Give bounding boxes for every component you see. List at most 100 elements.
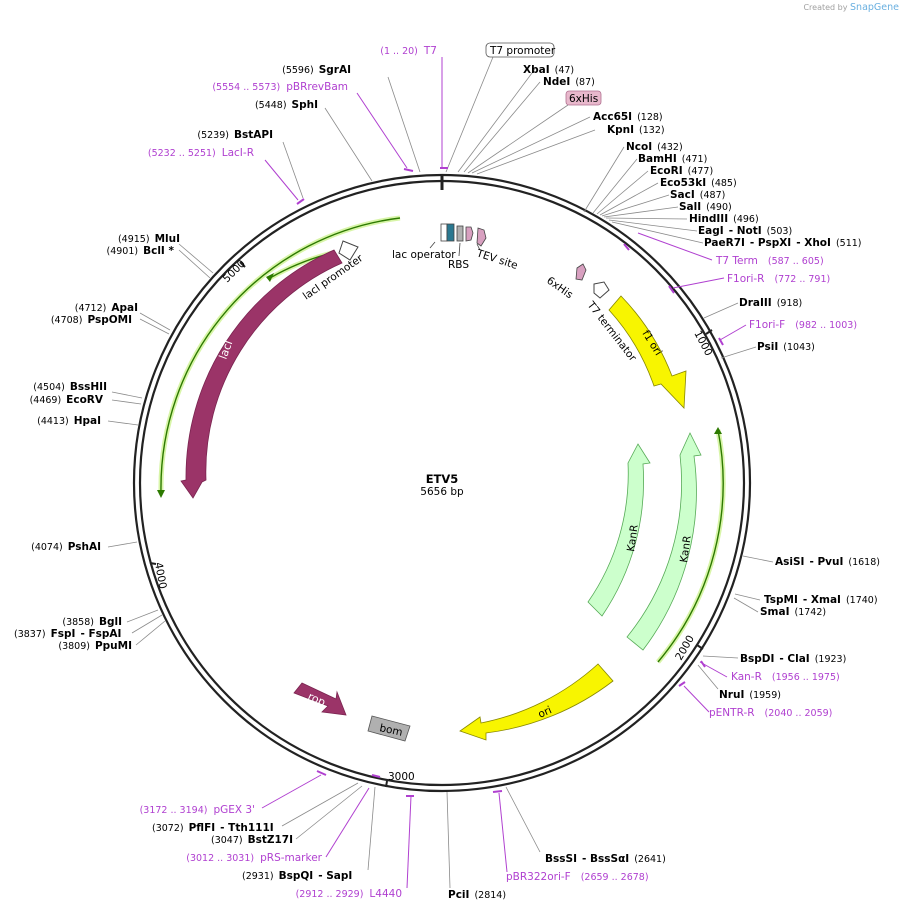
bspqi-site-label[interactable]: (2931)BspQI- SapI [242, 870, 352, 882]
laci-r-primer-label[interactable]: (5232 .. 5251)LacI-R [148, 147, 254, 159]
orf-right-line [657, 429, 724, 663]
f1ori-f-primer-label[interactable]: F1ori-F(982 .. 1003) [749, 319, 857, 331]
ndei-site-label[interactable]: NdeI(87) [543, 76, 595, 88]
ndei-leader [463, 81, 541, 173]
pshai-leader [107, 541, 138, 548]
pshai-site-label[interactable]: (4074)PshAI [31, 541, 101, 553]
rbs-feature-dark [446, 223, 455, 242]
paer7i-site-label[interactable]: PaeR7I- PspXI- XhoI(511) [704, 237, 861, 249]
tick-label-5000: 5000 [221, 258, 248, 285]
mlui-leader [178, 243, 214, 274]
apai-site-label[interactable]: (4712)ApaI [75, 302, 138, 314]
t7-primer-label[interactable]: (1 .. 20)T7 [380, 45, 437, 57]
ori-label: ori [536, 704, 553, 721]
eco53ki-leader [599, 182, 659, 216]
draiii-site-label[interactable]: DraIII(918) [739, 297, 802, 309]
ecori-site-label[interactable]: EcoRI(477) [650, 165, 713, 177]
lac-operator-label: lac operator [392, 249, 456, 261]
kanr-label-1: KanR [625, 524, 641, 553]
orf-left-line [160, 217, 401, 494]
bstz17i-site-label[interactable]: (3047)BstZ17I [211, 834, 293, 846]
bstapi-site-label[interactable]: (5239)BstAPI [197, 129, 273, 141]
bstz17i-leader [295, 785, 363, 840]
kpni-site-label[interactable]: KpnI(132) [607, 124, 665, 136]
fspi-site-label[interactable]: (3837)FspI- FspAI [14, 628, 121, 640]
smai-site-label[interactable]: SmaI(1742) [760, 606, 826, 618]
nrui-site-label[interactable]: NruI(1959) [719, 689, 781, 701]
sgrai-leader [387, 76, 421, 173]
draiii-leader [703, 302, 739, 319]
pbr322ori-f-primer-label[interactable]: pBR322ori-F(2659 .. 2678) [506, 871, 649, 883]
l4440-leader [406, 795, 412, 889]
f1ori-r-primer-label[interactable]: F1ori-R(772 .. 791) [727, 273, 830, 285]
ppumi-site-label[interactable]: (3809)PpuMI [58, 640, 132, 652]
bsshii-site-label[interactable]: (4504)BssHII [33, 381, 107, 393]
ecorv-site-label[interactable]: (4469)EcoRV [30, 394, 104, 406]
bcli-site-label[interactable]: (4901)BclI * [107, 245, 175, 257]
tick-mark-3000 [385, 780, 388, 788]
sphi-site-label[interactable]: (5448)SphI [255, 99, 318, 111]
orf-left-arrowhead [157, 490, 165, 498]
xbai-site-label[interactable]: XbaI(47) [523, 64, 574, 76]
t7term-primer-label[interactable]: T7 Term(587 .. 605) [715, 255, 824, 267]
pbrrevbam-primer-label[interactable]: (5554 .. 5573)pBRrevBam [212, 81, 348, 93]
bamhi-leader [592, 158, 638, 214]
psii-leader [720, 346, 757, 359]
l4440-primer-label[interactable]: (2912 .. 2929)L4440 [296, 888, 402, 900]
tick-label-4000: 4000 [152, 561, 168, 589]
pcii-site-label[interactable]: PciI(2814) [448, 889, 506, 901]
pgex3-primer-label[interactable]: (3172 .. 3194)pGEX 3' [140, 804, 255, 816]
eco53ki-site-label[interactable]: Eco53kI(485) [660, 177, 737, 189]
hindiii-site-label[interactable]: HindIII(496) [689, 213, 759, 225]
sgrai-site-label[interactable]: (5596)SgrAI [282, 64, 351, 76]
smai-leader [733, 597, 759, 613]
pgex3-mark [316, 770, 327, 776]
tspmi-site-label[interactable]: TspMI- XmaI(1740) [764, 594, 878, 606]
lacI-promoter-feature [338, 240, 359, 261]
bamhi-site-label[interactable]: BamHI(471) [638, 153, 707, 165]
f1ori-f-mark [718, 337, 724, 346]
mlui-site-label[interactable]: (4915)MluI [118, 233, 180, 245]
psii-site-label[interactable]: PsiI(1043) [757, 341, 815, 353]
hpai-site-label[interactable]: (4413)HpaI [37, 415, 101, 427]
pentr-r-primer-label[interactable]: pENTR-R(2040 .. 2059) [709, 707, 832, 719]
saci-site-label[interactable]: SacI(487) [670, 189, 725, 201]
tev-site-feature [476, 227, 487, 247]
fspi-leader [131, 614, 163, 634]
backbone-outer [132, 173, 752, 793]
bspdi-site-label[interactable]: BspDI- ClaI(1923) [740, 653, 846, 665]
rbs-feature [456, 225, 464, 242]
pbrrevbam-leader [356, 92, 408, 169]
asisi-site-label[interactable]: AsiSI- PvuI(1618) [775, 556, 880, 568]
pgex3-leader [261, 774, 322, 809]
snapgene-brand: SnapGene [850, 2, 899, 13]
bgli-site-label[interactable]: (3858)BglI [62, 616, 122, 628]
plasmid-name: ETV5 [426, 472, 459, 486]
6xhis-box [565, 90, 602, 106]
acc65i-site-label[interactable]: Acc65I(128) [593, 111, 663, 123]
ori-feature [459, 663, 614, 741]
bom-label: bom [378, 722, 403, 739]
kan-r-mark [700, 660, 706, 668]
pflfi-site-label[interactable]: (3072)PflFI- Tth111I [152, 822, 274, 834]
orf-small-arrowhead [266, 273, 274, 282]
ecori-leader [596, 170, 649, 215]
6xhis-box-label: 6xHis [569, 93, 598, 105]
eagi-site-label[interactable]: EagI- NotI(503) [698, 225, 792, 237]
bsssi-site-label[interactable]: BssSI- BssSαI(2641) [545, 853, 666, 865]
sali-site-label[interactable]: SalI(490) [679, 201, 732, 213]
f1ori-r-leader [672, 277, 725, 289]
tick-mark-1000 [705, 329, 713, 335]
lacI-label: lacI [217, 339, 236, 361]
ncoi-site-label[interactable]: NcoI(432) [626, 141, 683, 153]
bsshii-leader [111, 391, 143, 399]
laci-r-leader [264, 159, 299, 201]
rbs-label: RBS [448, 259, 469, 271]
ncoi-leader [583, 146, 625, 213]
primer-marks [296, 167, 724, 797]
prs-marker-primer-label[interactable]: (3012 .. 3031)pRS-marker [186, 852, 322, 864]
prs-marker-mark [371, 774, 381, 778]
pspomi-site-label[interactable]: (4708)PspOMI [51, 314, 132, 326]
orf-right-arrowhead [714, 427, 722, 434]
kan-r-primer-label[interactable]: Kan-R(1956 .. 1975) [731, 671, 840, 683]
